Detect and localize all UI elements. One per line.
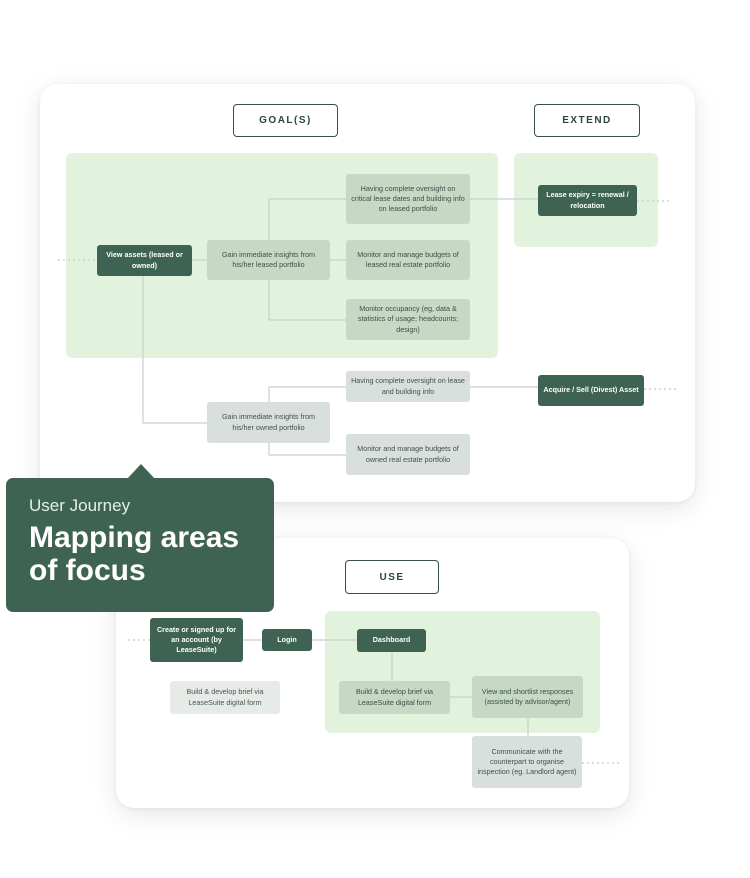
extend-header: EXTEND — [534, 104, 640, 137]
insights-leased-node: Gain immediate insights from his/her lea… — [207, 240, 330, 280]
callout-box: User Journey Mapping areas of focus — [6, 478, 274, 612]
oversight-leased-node: Having complete oversight on critical le… — [346, 174, 470, 224]
communicate-node: Communicate with the counterpart to orga… — [472, 736, 582, 788]
budgets-leased-node: Monitor and manage budgets of leased rea… — [346, 240, 470, 280]
brief-node: Build & develop brief via LeaseSuite dig… — [339, 681, 450, 714]
callout-subtitle: User Journey — [29, 496, 131, 515]
shortlist-node: View and shortlist responses (assisted b… — [472, 676, 583, 718]
acquire-sell-node: Acquire / Sell (Divest) Asset — [538, 375, 644, 406]
dashboard-node: Dashboard — [357, 629, 426, 652]
oversight-owned-node: Having complete oversight on lease and b… — [346, 371, 470, 402]
create-account-node: Create or signed up for an account (by L… — [150, 618, 243, 662]
view-assets-node: View assets (leased or owned) — [97, 245, 192, 276]
callout-title: Mapping areas of focus — [29, 521, 240, 587]
insights-owned-node: Gain immediate insights from his/her own… — [207, 402, 330, 443]
occupancy-node: Monitor occupancy (eg, data & statistics… — [346, 299, 470, 340]
brief-faint-node: Build & develop brief via LeaseSuite dig… — [170, 681, 280, 714]
callout-pointer — [127, 464, 155, 479]
login-node: Login — [262, 629, 312, 651]
use-header: USE — [345, 560, 439, 594]
lease-expiry-node: Lease expiry = renewal / relocation — [538, 185, 637, 216]
goals-header: GOAL(S) — [233, 104, 338, 137]
budgets-owned-node: Monitor and manage budgets of owned real… — [346, 434, 470, 475]
